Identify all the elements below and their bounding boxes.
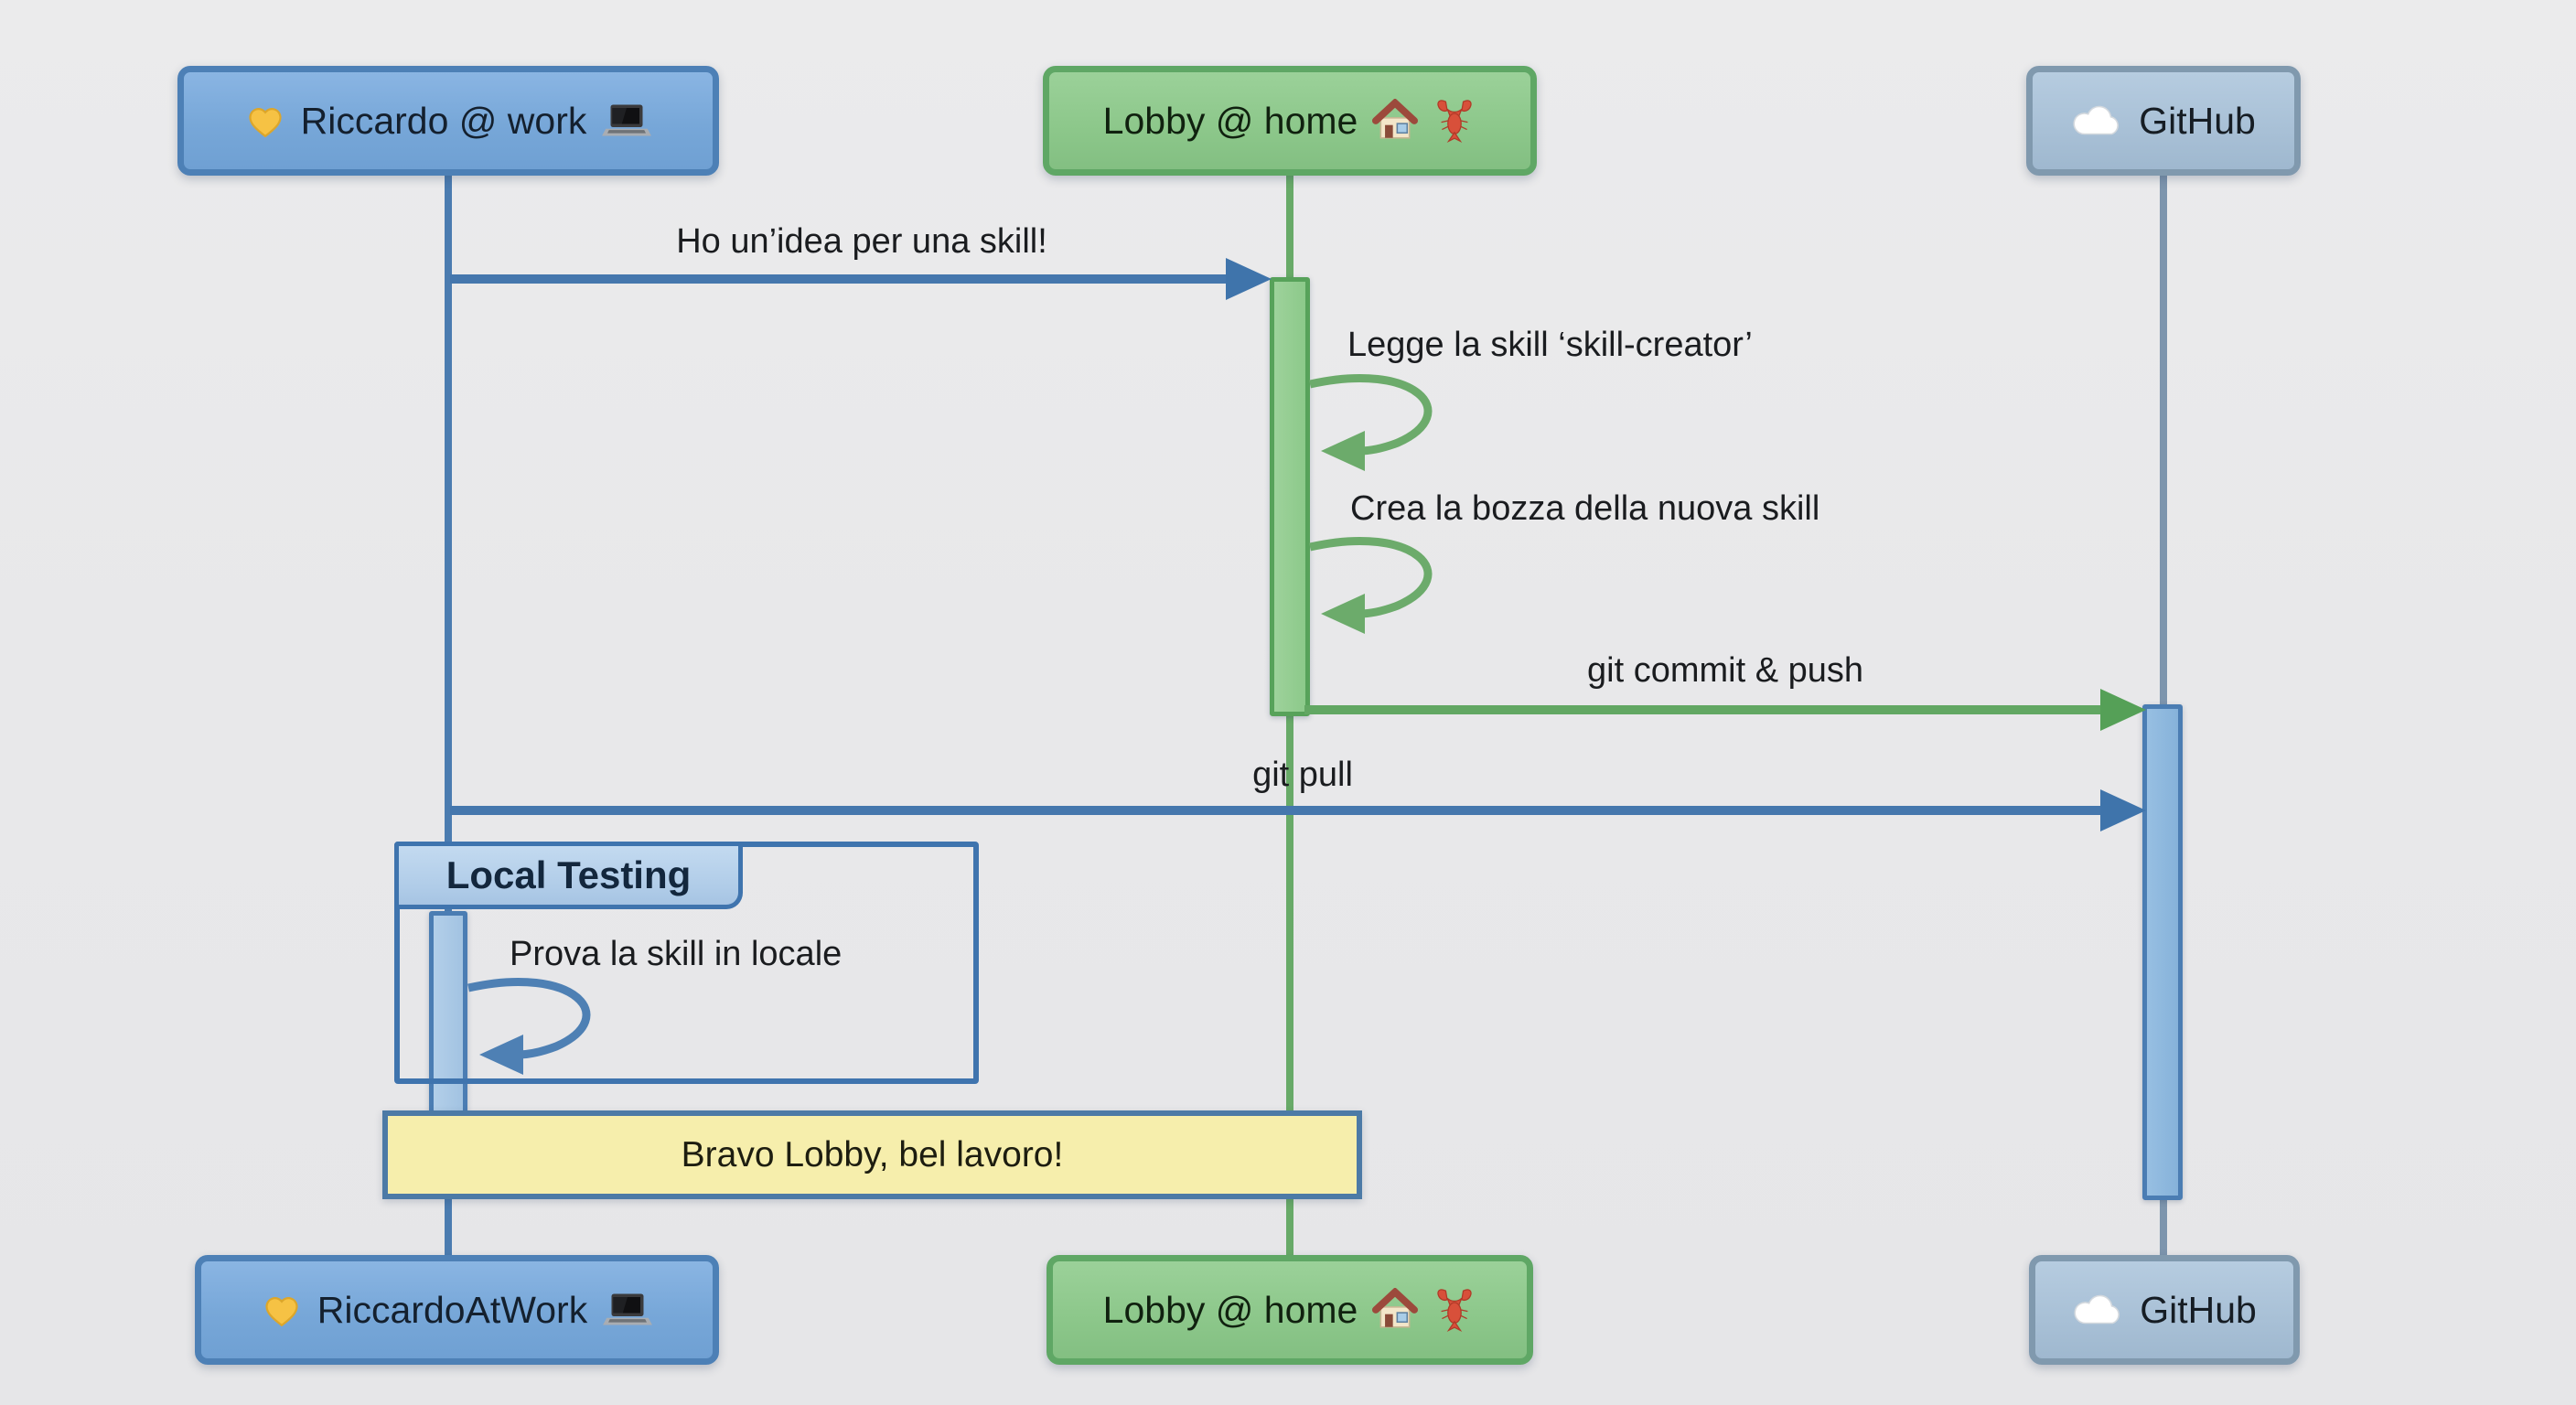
actor-riccardo-top-label: Riccardo @ work — [300, 99, 587, 142]
note-box: Bravo Lobby, bel lavoro! — [382, 1110, 1362, 1199]
laptop-icon — [601, 101, 652, 141]
yellow-heart-icon — [244, 101, 286, 141]
actor-riccardo-top: Riccardo @ work — [177, 66, 719, 176]
actor-lobby-bottom-label: Lobby @ home — [1102, 1288, 1358, 1331]
actor-lobby-bottom: Lobby @ home — [1046, 1255, 1533, 1365]
actor-riccardo-bottom-label: RiccardoAtWork — [317, 1288, 588, 1331]
cloud-icon — [2071, 104, 2124, 137]
lobster-icon — [1433, 97, 1476, 145]
actor-github-top-label: GitHub — [2139, 99, 2256, 142]
actor-github-bottom-label: GitHub — [2140, 1288, 2257, 1331]
lobby-activation-bar — [1270, 277, 1310, 716]
message-local-test: Prova la skill in locale — [510, 935, 843, 973]
local-testing-frame-label: Local Testing — [394, 842, 743, 909]
message-git-pull: git pull — [1252, 756, 1353, 794]
frame-label-text: Local Testing — [445, 853, 692, 896]
github-activation-bar — [2142, 704, 2183, 1200]
cloud-icon — [2072, 1293, 2125, 1326]
laptop-icon — [602, 1290, 653, 1330]
message-idea: Ho un’idea per una skill! — [676, 222, 1047, 261]
actor-lobby-top-label: Lobby @ home — [1102, 99, 1358, 142]
message-draft-skill: Crea la bozza della nuova skill — [1350, 489, 1820, 528]
yellow-heart-icon — [261, 1290, 303, 1330]
actor-lobby-top: Lobby @ home — [1043, 66, 1537, 176]
house-icon — [1372, 99, 1419, 143]
note-text: Bravo Lobby, bel lavoro! — [681, 1134, 1064, 1174]
message-commit-push: git commit & push — [1587, 651, 1863, 690]
house-icon — [1372, 1288, 1419, 1332]
message-read-skill: Legge la skill ‘skill-creator’ — [1347, 326, 1753, 364]
actor-riccardo-bottom: RiccardoAtWork — [195, 1255, 719, 1365]
lobster-icon — [1433, 1286, 1476, 1334]
actor-github-top: GitHub — [2026, 66, 2301, 176]
actor-github-bottom: GitHub — [2029, 1255, 2300, 1365]
